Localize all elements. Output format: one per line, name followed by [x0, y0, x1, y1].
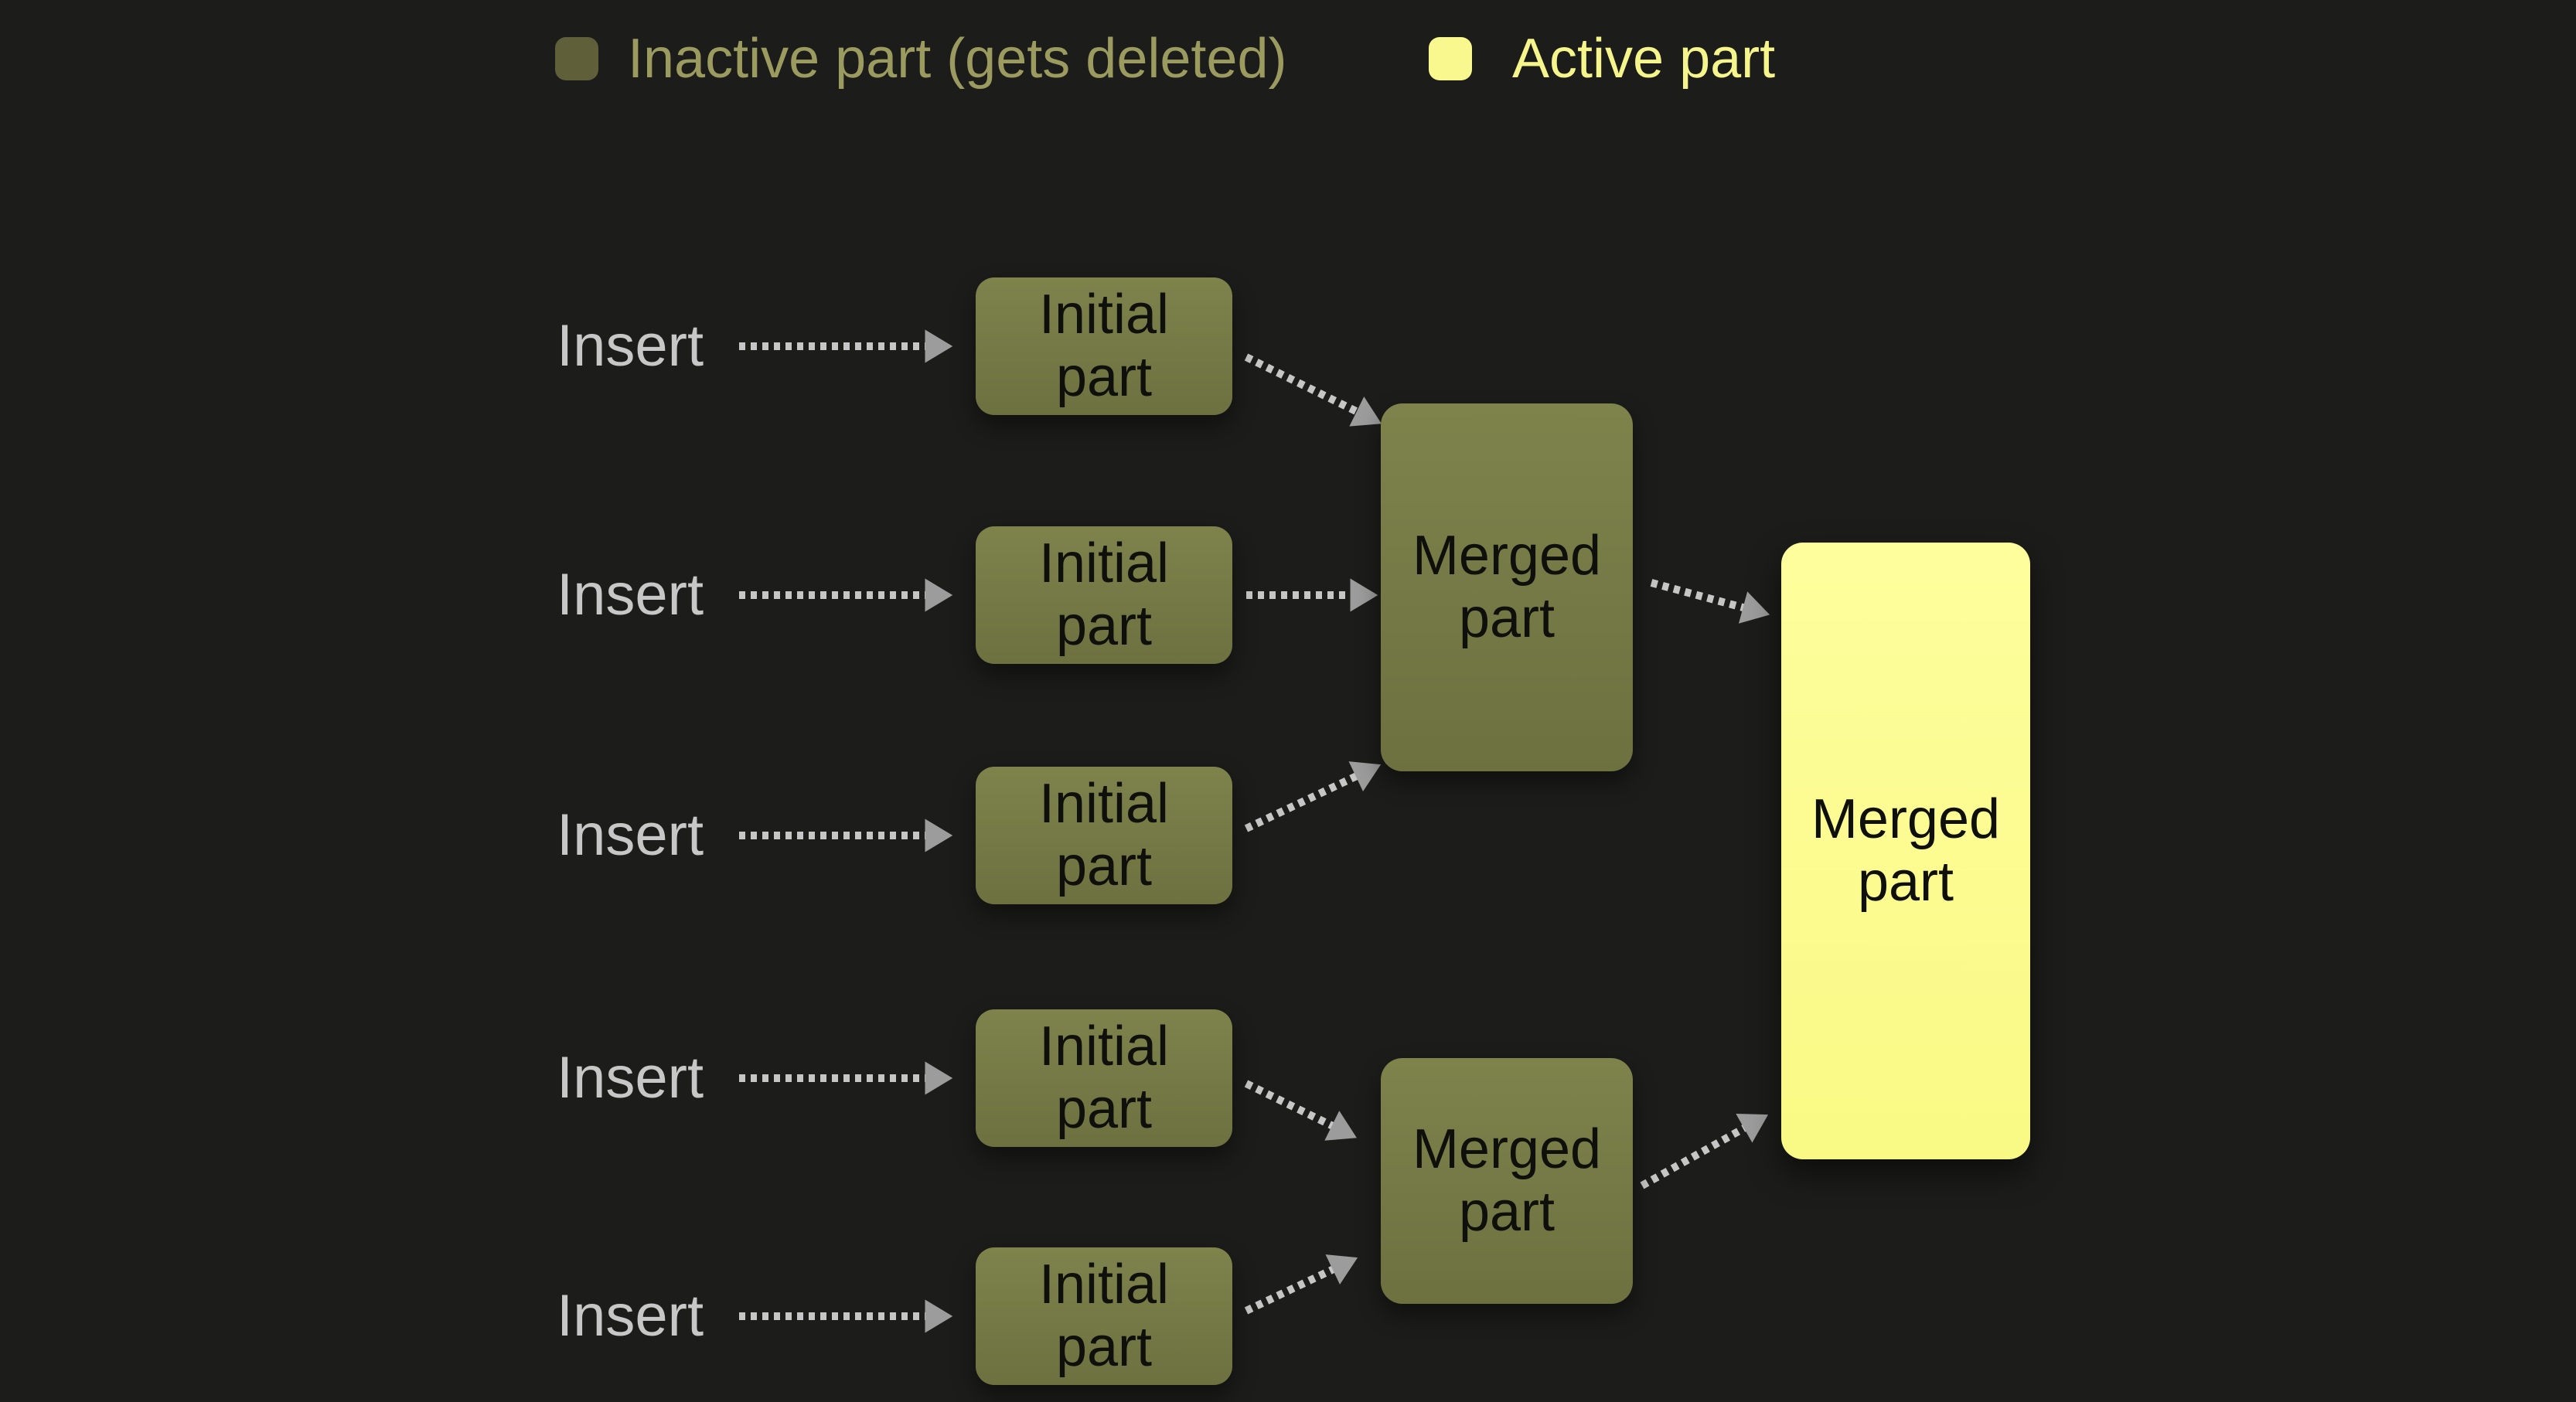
insert-label-5: Insert [557, 1283, 704, 1349]
arrow-initial3-to-merged1 [1244, 761, 1382, 832]
node-initial-part-3: Initial part [976, 767, 1232, 904]
node-merged-part-1: Merged part [1381, 403, 1633, 771]
insert-label-3: Insert [557, 802, 704, 868]
arrow-initial1-to-merged1 [1244, 353, 1382, 427]
legend-active-swatch-icon [1429, 37, 1472, 80]
node-final-merged-part: Merged part [1781, 543, 2030, 1159]
legend-inactive-label: Inactive part (gets deleted) [628, 28, 1287, 90]
node-initial-part-2: Initial part [976, 526, 1232, 664]
arrow-initial5-to-merged2 [1244, 1254, 1358, 1315]
node-initial-part-1: Initial part [976, 277, 1232, 415]
insert-label-2: Insert [557, 562, 704, 628]
arrow-merged1-to-final [1650, 579, 1770, 624]
node-initial-part-5: Initial part [976, 1247, 1232, 1385]
arrow-merged2-to-final [1640, 1114, 1769, 1189]
legend-inactive-swatch-icon [555, 37, 598, 80]
node-initial-part-4: Initial part [976, 1009, 1232, 1147]
arrow-initial4-to-merged2 [1244, 1080, 1357, 1141]
insert-label-4: Insert [557, 1045, 704, 1111]
node-merged-part-2: Merged part [1381, 1058, 1633, 1304]
insert-label-1: Insert [557, 313, 704, 379]
legend-active-label: Active part [1512, 28, 1776, 90]
